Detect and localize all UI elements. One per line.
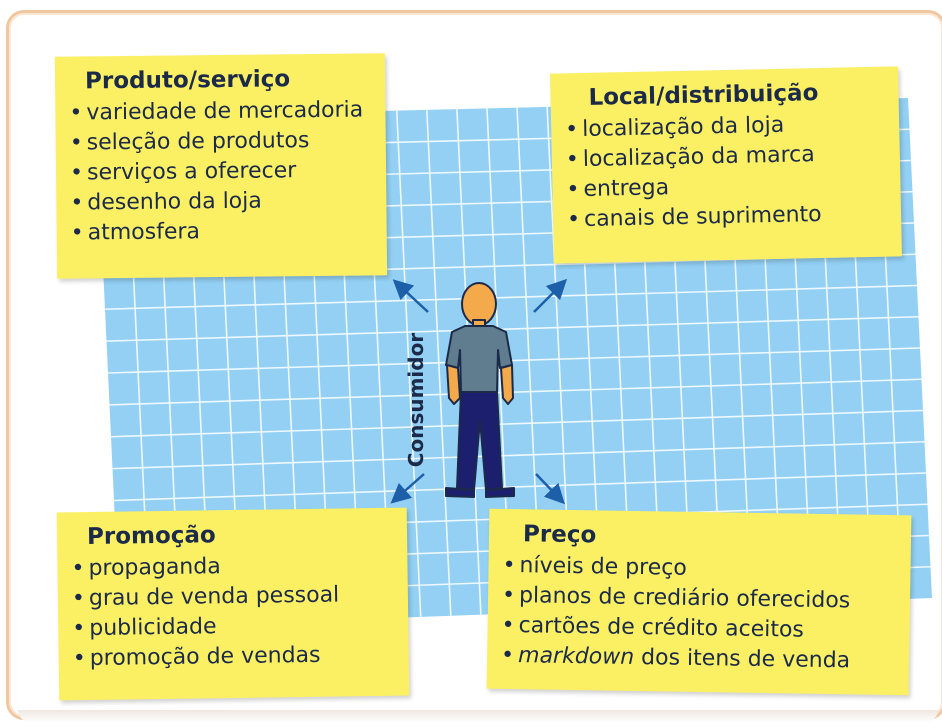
arrow-to-promocao [390, 473, 425, 504]
markdown-rest: dos itens de venda [633, 644, 851, 674]
consumer-left-shoe [445, 487, 475, 498]
list-item: grau de venda pessoal [72, 580, 392, 614]
list-item: publicidade [72, 610, 392, 644]
consumer-right-shoe [485, 487, 515, 498]
arrow-to-produto [392, 279, 429, 313]
list-item: seleção de produtos [70, 125, 370, 158]
note-title: Local/distribuição [588, 80, 819, 111]
frame-shadow [18, 710, 938, 722]
grid-line [110, 409, 924, 438]
note-title: Produto/serviço [84, 66, 291, 95]
consumer-right-arm [500, 364, 514, 405]
note-title: Promoção [86, 522, 216, 551]
note-produto-servico: Produto/serviço variedade de mercadoria … [54, 53, 388, 279]
grid-line [112, 440, 925, 470]
note-list: localização da loja localização da marca… [565, 109, 885, 236]
list-item: atmosfera [71, 215, 371, 248]
list-item: serviços a oferecer [70, 155, 370, 188]
consumer-left-arm [446, 364, 461, 405]
consumer-head [461, 282, 497, 326]
note-local-distribuicao: Local/distribuição localização da loja l… [550, 66, 902, 264]
arrow-to-local [533, 278, 568, 313]
note-title: Preço [522, 521, 597, 549]
note-list: variedade de mercadoria seleção de produ… [69, 95, 371, 248]
list-item: desenho da loja [70, 185, 370, 218]
markdown-term: markdown [517, 643, 635, 670]
list-item: propaganda [71, 550, 391, 584]
list-item: variedade de mercadoria [69, 95, 369, 128]
arrows [390, 278, 568, 505]
grid-line [106, 315, 919, 342]
list-item: canais de suprimento [567, 199, 886, 236]
consumer-label: Consumidor [404, 332, 428, 468]
grid-line [113, 472, 927, 502]
note-list: propaganda grau de venda pessoal publici… [71, 550, 393, 674]
grid-line [104, 284, 918, 311]
list-item-markdown: markdown dos itens de venda [501, 641, 893, 677]
list-item: promoção de vendas [73, 640, 393, 674]
grid-line [107, 347, 921, 374]
arrow-to-preco [535, 473, 565, 505]
note-preco: Preço níveis de preço planos de crediári… [486, 508, 912, 696]
note-promocao: Promoção propaganda grau de venda pessoa… [56, 507, 410, 701]
note-list: níveis de preço planos de crediário ofer… [501, 551, 895, 677]
consumer-figure [445, 282, 515, 498]
grid-line [109, 378, 922, 406]
